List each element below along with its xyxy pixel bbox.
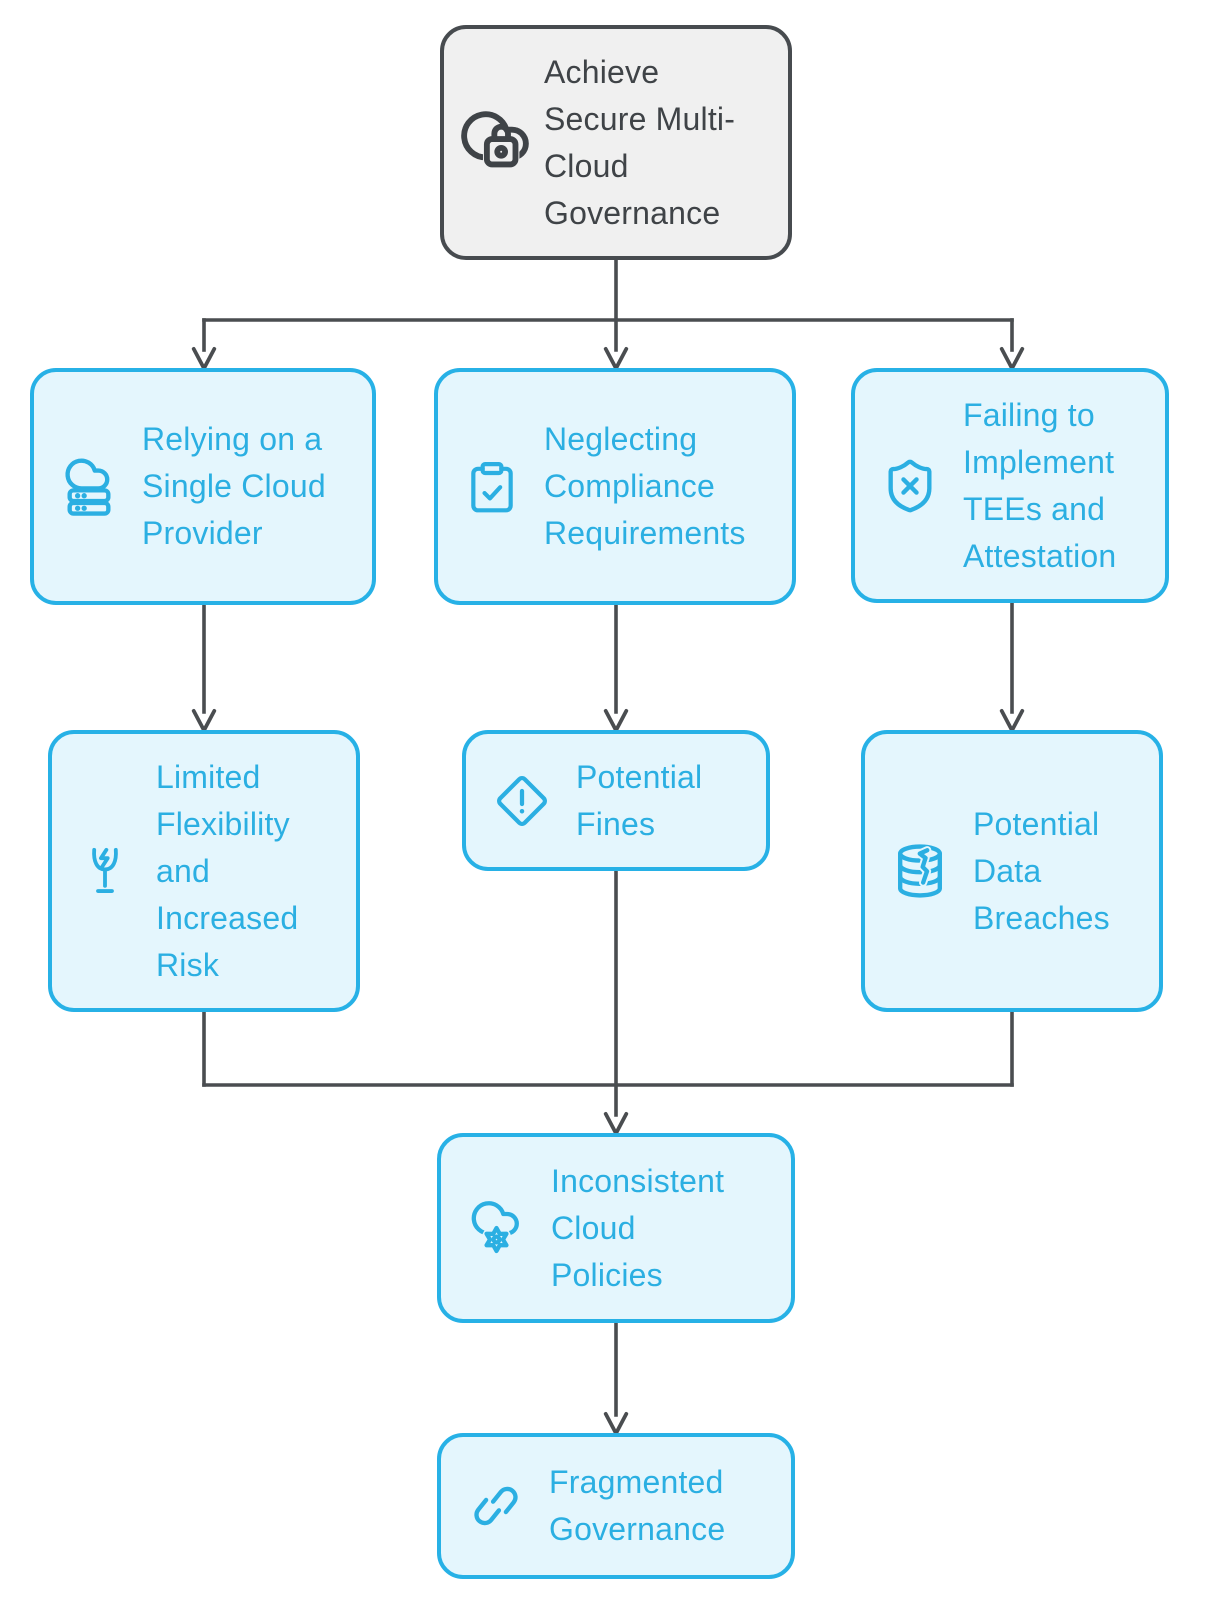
node-label: Potential Data Breaches [973, 805, 1110, 936]
node-fragmented-governance: Fragmented Governance [437, 1433, 795, 1579]
node-label: Potential Fines [576, 758, 703, 842]
node-inconsistent-cloud-policies: Inconsistent Cloud Policies [437, 1133, 795, 1323]
alert-diamond-icon [492, 771, 552, 831]
cloud-gear-icon [467, 1198, 527, 1258]
node-relying-on-single-cloud-provider: Relying on a Single Cloud Provider [30, 368, 376, 605]
cloud-server-icon [60, 457, 118, 517]
node-label: Neglecting Compliance Requirements [544, 421, 746, 551]
node-failing-to-implement-tees-attestation: Failing to Implement TEEs and Attestatio… [851, 368, 1169, 603]
node-label: Achieve Secure Multi-Cloud Governance [544, 53, 736, 231]
broken-link-icon [467, 1477, 525, 1535]
node-potential-data-breaches: Potential Data Breaches [861, 730, 1163, 1012]
node-limited-flexibility-increased-risk: Limited Flexibility and Increased Risk [48, 730, 360, 1012]
cloud-lock-icon [456, 104, 534, 182]
node-label: Inconsistent Cloud Policies [551, 1162, 725, 1293]
node-label: Failing to Implement TEEs and Attestatio… [963, 396, 1117, 574]
clipboard-check-icon [464, 457, 520, 517]
node-achieve-secure-multi-cloud-governance: Achieve Secure Multi-Cloud Governance [440, 25, 792, 260]
node-label: Limited Flexibility and Increased Risk [156, 758, 299, 983]
node-neglecting-compliance-requirements: Neglecting Compliance Requirements [434, 368, 796, 605]
node-label: Relying on a Single Cloud Provider [142, 421, 326, 551]
node-potential-fines: Potential Fines [462, 730, 770, 871]
node-label: Fragmented Governance [549, 1464, 726, 1547]
fragile-glass-icon [78, 840, 132, 902]
shield-x-icon [881, 455, 939, 517]
database-breach-icon [891, 841, 949, 901]
